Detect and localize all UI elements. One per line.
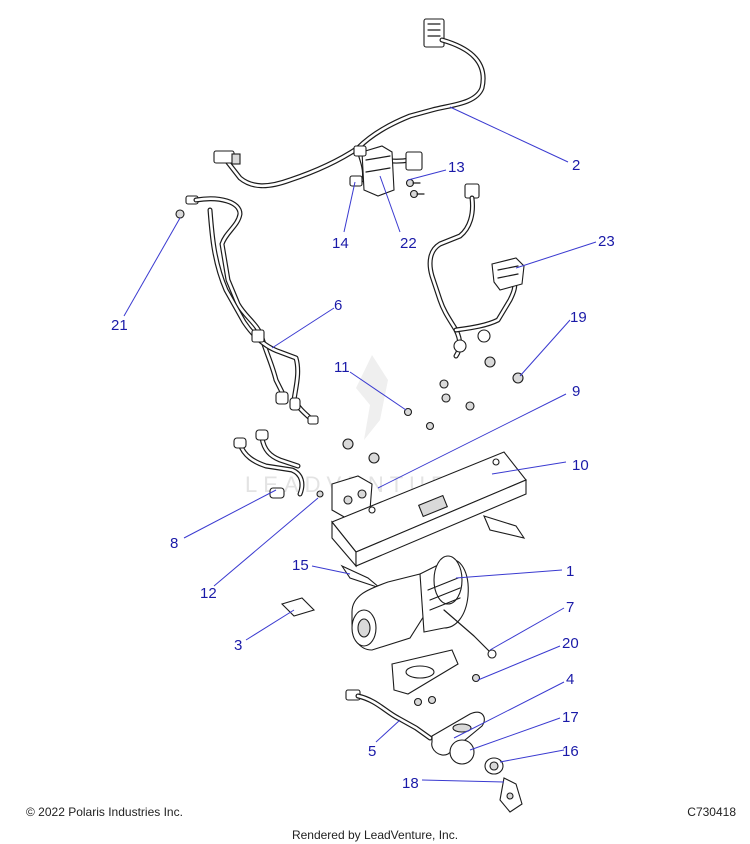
part-cables-8 (233, 429, 305, 499)
part-harness-6 (185, 195, 319, 425)
part-label-3 (280, 597, 316, 617)
callout-2: 2 (572, 157, 580, 174)
callout-10: 10 (572, 457, 589, 474)
part-screws-13 (405, 178, 425, 199)
callout-15: 15 (292, 557, 309, 574)
part-stopper-17 (449, 739, 475, 765)
callout-1: 1 (566, 563, 574, 580)
callout-7: 7 (566, 599, 574, 616)
part-pad-15 (340, 564, 381, 589)
part-winch-1 (351, 555, 497, 659)
part-main-harness (213, 18, 486, 189)
callout-14: 14 (332, 235, 349, 252)
part-nut-21 (175, 209, 185, 219)
leader-lines (123, 106, 597, 783)
callout-18: 18 (402, 775, 419, 792)
part-bolts-20 (391, 649, 481, 707)
part-mount-plate-10 (331, 451, 527, 568)
callout-21: 21 (111, 317, 128, 334)
callout-20: 20 (562, 635, 579, 652)
drawing-number: C730418 (687, 805, 736, 819)
callout-3: 3 (234, 637, 242, 654)
part-relay-housing (349, 145, 395, 197)
callout-9: 9 (572, 383, 580, 400)
callout-12: 12 (200, 585, 217, 602)
callout-13: 13 (448, 159, 465, 176)
callout-4: 4 (566, 671, 574, 688)
part-harness-5 (345, 689, 433, 741)
part-bolts (342, 356, 524, 464)
callout-23: 23 (598, 233, 615, 250)
copyright-text: © 2022 Polaris Industries Inc. (26, 805, 183, 819)
part-hook-18 (499, 777, 523, 813)
callout-22: 22 (400, 235, 417, 252)
callout-16: 16 (562, 743, 579, 760)
callout-5: 5 (368, 743, 376, 760)
callout-17: 17 (562, 709, 579, 726)
watermark: LEADVENTURE (245, 355, 468, 497)
callouts: 2 13 14 22 23 21 6 19 11 9 10 8 12 15 1 … (111, 157, 615, 792)
callout-19: 19 (570, 309, 587, 326)
part-ring-16 (484, 757, 504, 775)
part-harness-23 (427, 183, 525, 359)
callout-11: 11 (334, 359, 350, 376)
rendered-by-credit: Rendered by LeadVenture, Inc. (291, 828, 459, 842)
callout-8: 8 (170, 535, 178, 552)
callout-6: 6 (334, 297, 342, 314)
